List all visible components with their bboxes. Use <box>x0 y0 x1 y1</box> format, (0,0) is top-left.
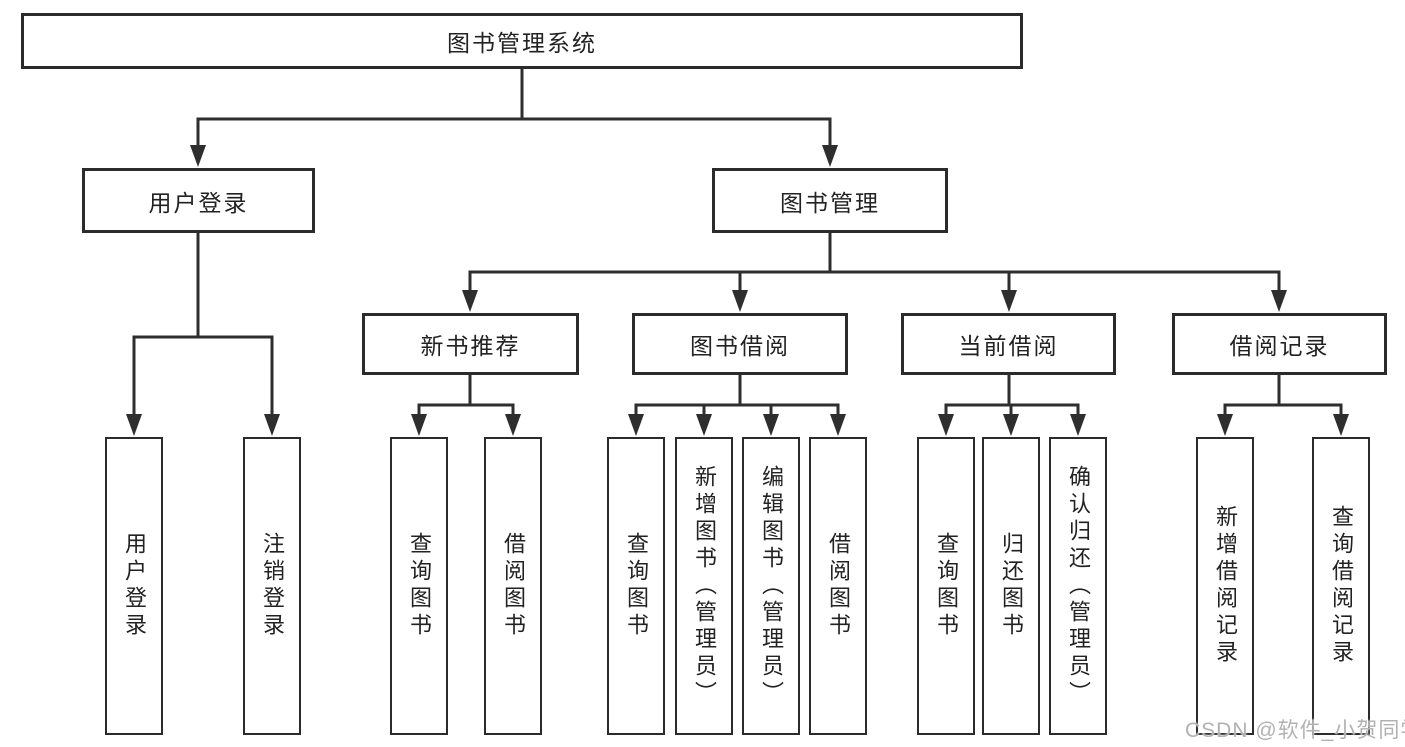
arrowhead-down-icon <box>830 414 846 436</box>
node-book-borrow: 图书借阅 <box>632 313 848 375</box>
connector-current-to-leaves <box>944 375 1080 418</box>
connector-root-to-level2 <box>196 68 832 148</box>
arrowhead-down-icon <box>1003 414 1019 436</box>
node-current-borrow: 当前借阅 <box>901 313 1116 375</box>
node-borrow-records: 借阅记录 <box>1172 313 1387 375</box>
leaf-add-borrow-record: 新增借阅记录 <box>1196 437 1254 735</box>
connector-book-mgmt-to-level3 <box>468 233 1281 294</box>
connector-new-book-to-leaves <box>417 375 515 418</box>
leaf-return-books: 归还图书 <box>982 437 1040 735</box>
arrowhead-down-icon <box>732 290 748 312</box>
connector-records-to-leaves <box>1223 375 1343 418</box>
arrowhead-down-icon <box>505 414 521 436</box>
leaf-query-books: 查询图书 <box>917 437 975 735</box>
leaf-add-books-admin: 新增图书（管理员） <box>675 437 733 735</box>
arrowhead-down-icon <box>126 414 142 436</box>
arrowhead-down-icon <box>822 145 838 167</box>
arrowhead-down-icon <box>1070 414 1086 436</box>
leaf-query-books: 查询图书 <box>607 437 665 735</box>
leaf-confirm-return-admin: 确认归还（管理员） <box>1049 437 1107 735</box>
arrowhead-down-icon <box>1217 414 1233 436</box>
arrowhead-down-icon <box>1001 290 1017 312</box>
node-user-login: 用户登录 <box>82 168 315 233</box>
connector-user-login-to-leaves <box>132 233 274 418</box>
arrowhead-down-icon <box>1271 290 1287 312</box>
node-new-book-recommend: 新书推荐 <box>362 313 579 375</box>
arrowhead-down-icon <box>938 414 954 436</box>
leaf-user-login: 用户登录 <box>105 437 163 735</box>
csdn-watermark: CSDN @软件_小贺同学 <box>1185 719 1405 742</box>
arrowhead-down-icon <box>696 414 712 436</box>
arrowhead-down-icon <box>190 145 206 167</box>
leaf-borrow-books: 借阅图书 <box>809 437 867 735</box>
leaf-borrow-books: 借阅图书 <box>484 437 542 735</box>
leaf-query-borrow-record: 查询借阅记录 <box>1312 437 1370 735</box>
leaf-edit-books-admin: 编辑图书（管理员） <box>742 437 800 735</box>
arrowhead-down-icon <box>264 414 280 436</box>
arrowhead-down-icon <box>763 414 779 436</box>
leaf-query-books: 查询图书 <box>390 437 448 735</box>
arrowhead-down-icon <box>628 414 644 436</box>
connector-borrow-to-leaves <box>634 375 840 418</box>
arrowhead-down-icon <box>411 414 427 436</box>
node-root-library-system: 图书管理系统 <box>21 13 1023 69</box>
node-book-management: 图书管理 <box>712 168 948 233</box>
arrowhead-down-icon <box>462 290 478 312</box>
arrowhead-down-icon <box>1333 414 1349 436</box>
leaf-logout: 注销登录 <box>243 437 301 735</box>
